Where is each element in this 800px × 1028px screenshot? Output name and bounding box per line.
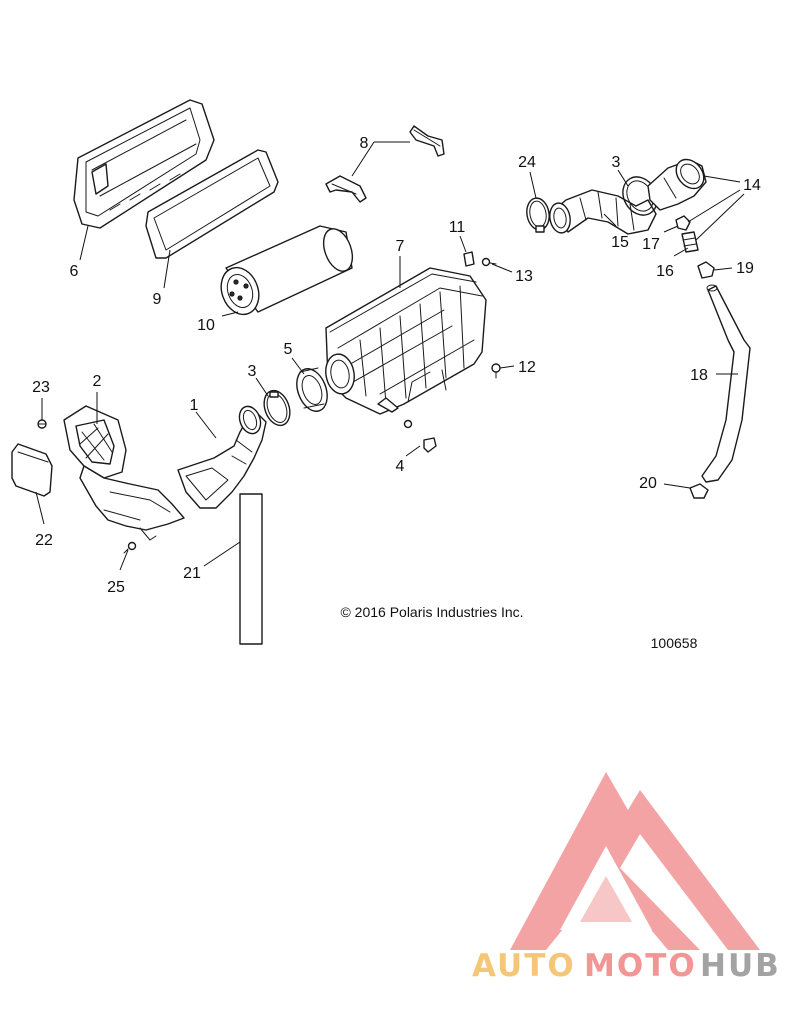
part-5-coupler: [296, 367, 328, 412]
part-24-clamp: [526, 197, 550, 233]
callout-12: 12: [518, 359, 536, 376]
part-11-nut: [463, 251, 475, 267]
callout-3-left: 3: [248, 363, 257, 380]
callout-5: 5: [284, 341, 293, 358]
callout-18: 18: [690, 367, 708, 384]
callout-2: 2: [93, 373, 102, 390]
callout-4: 4: [396, 458, 405, 475]
part-16-valve: [681, 231, 699, 253]
part-23-fastener: [37, 419, 47, 429]
callout-11: 11: [449, 219, 466, 236]
part-6-airbox-cover: [73, 99, 215, 229]
callout-20: 20: [639, 475, 657, 492]
callout-21: 21: [183, 565, 201, 582]
callout-labels: 1 2 3 3 4 5 6 7 8 9 10 11 12 13 14 15 16…: [32, 135, 761, 596]
copyright-notice: © 2016 Polaris Industries Inc.: [340, 604, 523, 620]
callout-16: 16: [656, 263, 674, 280]
callout-23: 23: [32, 379, 50, 396]
part-21-foam-strip: [239, 493, 263, 645]
callout-19: 19: [736, 260, 754, 277]
callout-1: 1: [190, 397, 199, 414]
part-14-elbow: [647, 158, 707, 211]
part-4-fasteners: [403, 419, 437, 453]
part-7-airbox-housing: [325, 267, 487, 415]
part-13-screw: [481, 257, 497, 267]
part-10-air-filter: [220, 225, 354, 316]
callout-13: 13: [515, 268, 533, 285]
part-25-screw: [123, 541, 137, 554]
part-12-screw: [491, 363, 501, 379]
logo-triangle-mark: [510, 772, 760, 950]
part-17-fitting: [675, 215, 691, 231]
part-9-gasket: [145, 149, 279, 259]
part-1-intake-duct: [177, 405, 267, 509]
callout-25: 25: [107, 579, 125, 596]
part-8-bracket-lower: [325, 175, 367, 203]
part-20-clamp: [689, 483, 709, 499]
callout-24: 24: [518, 154, 536, 171]
callout-7: 7: [396, 238, 405, 255]
callout-6: 6: [70, 263, 79, 280]
part-3-clamp-left: [263, 389, 291, 427]
part-8-bracket-upper: [409, 125, 445, 157]
callout-17: 17: [642, 236, 660, 253]
part-19-clamp: [697, 261, 715, 279]
brand-auto: AUTO: [472, 948, 576, 984]
watermark-logo: AUTO MOTO HUB: [472, 772, 781, 984]
brand-hub: HUB: [700, 948, 781, 984]
part-22-pad: [11, 443, 53, 497]
callout-8: 8: [360, 135, 369, 152]
figure-number: 100658: [651, 635, 698, 651]
callout-22: 22: [35, 532, 53, 549]
callout-15: 15: [611, 234, 629, 251]
part-15-hose: [549, 189, 657, 235]
callout-3-right: 3: [612, 154, 621, 171]
brand-moto: MOTO: [584, 948, 697, 984]
callout-14: 14: [743, 177, 761, 194]
part-18-tube: [701, 284, 751, 483]
leader-lines: [35, 141, 745, 571]
part-2-intake-housing: [63, 405, 185, 541]
callout-10: 10: [197, 317, 215, 334]
callout-9: 9: [153, 291, 162, 308]
